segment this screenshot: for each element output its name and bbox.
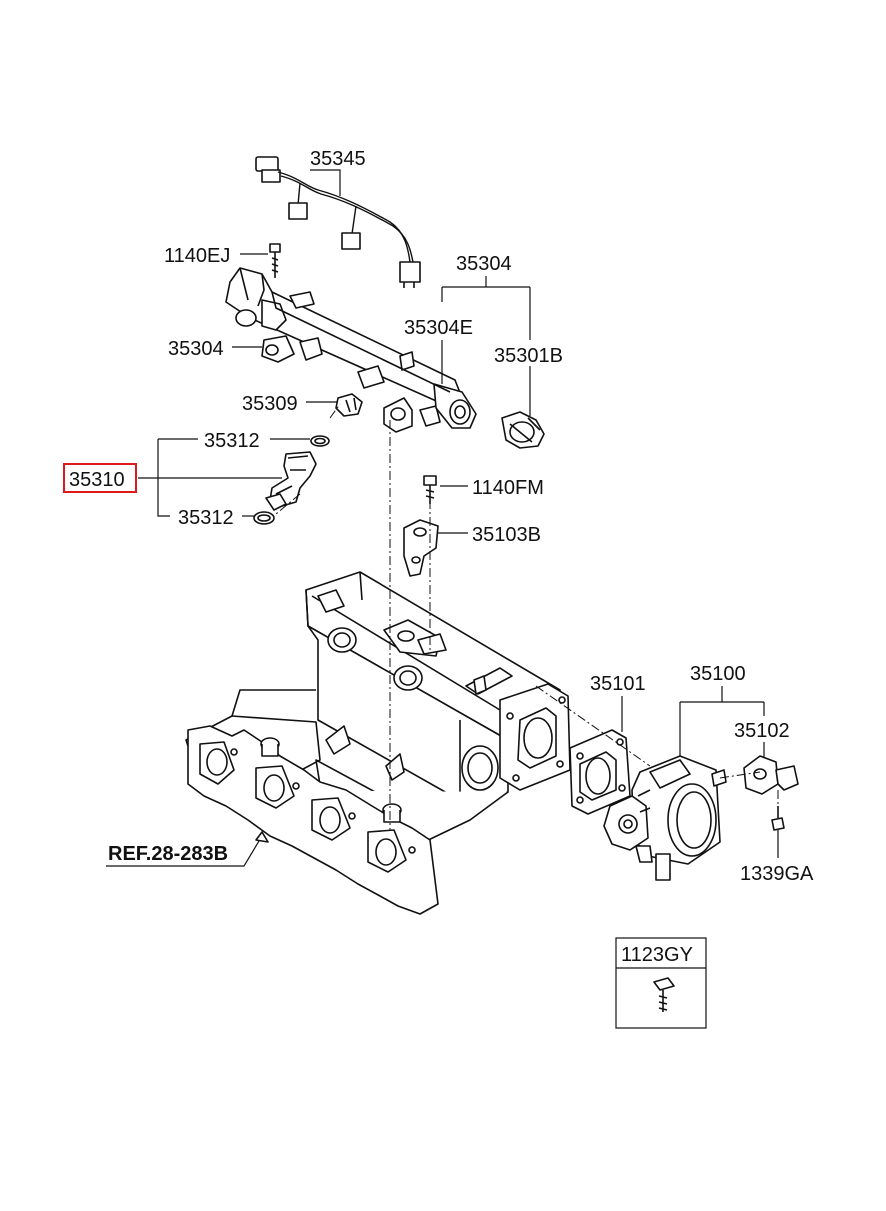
fuel-injector[interactable]: [265, 451, 317, 511]
label-35304-top: 35304: [456, 253, 512, 275]
wiring-harness[interactable]: [255, 156, 421, 288]
label-35310[interactable]: 35310: [69, 469, 125, 491]
label-35345: 35345: [310, 148, 366, 170]
clip-35309[interactable]: [335, 393, 363, 417]
label-1140FM: 1140FM: [472, 477, 544, 499]
reference-label: REF.28-283B: [108, 843, 228, 865]
highlight-box: [63, 463, 137, 493]
throttle-position-sensor[interactable]: [743, 755, 799, 795]
legend-bolt-icon: [653, 977, 675, 1012]
label-35304E: 35304E: [404, 317, 473, 339]
o-ring-bottom[interactable]: [253, 511, 275, 525]
leader-lines: [106, 169, 779, 867]
label-35312-bottom: 35312: [178, 507, 234, 529]
pressure-regulator[interactable]: [501, 411, 545, 449]
legend-box: 1123GY: [615, 937, 707, 1029]
label-35304-left: 35304: [168, 338, 224, 360]
bracket-35103B[interactable]: [403, 519, 439, 577]
gasket-35101[interactable]: [569, 729, 631, 815]
label-35101: 35101: [590, 673, 646, 695]
bolt-1140FM[interactable]: [423, 475, 437, 504]
label-35102: 35102: [734, 720, 790, 742]
label-1140EJ: 1140EJ: [164, 245, 230, 267]
label-35301B: 35301B: [494, 345, 563, 367]
legend-label: 1123GY: [621, 944, 693, 966]
screw-1339GA[interactable]: [771, 806, 785, 831]
label-1339GA: 1339GA: [740, 863, 814, 885]
alignment-lines: [275, 403, 779, 830]
fuel-rail[interactable]: [225, 267, 477, 433]
intake-manifold[interactable]: [185, 571, 571, 915]
bolt-1140EJ[interactable]: [269, 243, 281, 278]
label-35309: 35309: [242, 393, 298, 415]
throttle-body[interactable]: [603, 755, 727, 881]
label-35103B: 35103B: [472, 524, 541, 546]
label-35100: 35100: [690, 663, 746, 685]
label-35312-top: 35312: [204, 430, 260, 452]
o-ring-top[interactable]: [310, 435, 330, 447]
